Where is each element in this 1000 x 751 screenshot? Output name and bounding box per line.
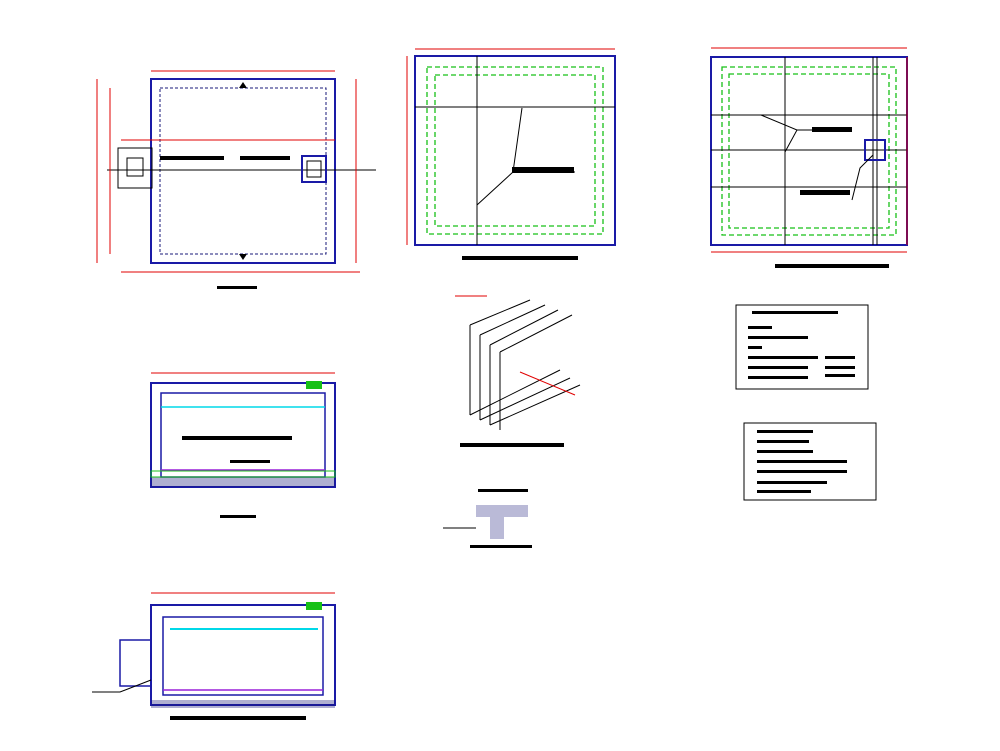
slab-hatch [476,505,528,517]
hatch-cover [306,381,322,389]
wall-hatch [490,517,504,539]
bottom-slab-rebar-plan [710,47,908,268]
section-outline [150,382,336,488]
note-line [757,460,847,463]
note-line [757,450,813,453]
inlet-pipe [92,679,152,693]
inner-outline [160,392,326,478]
note-line [748,336,808,339]
iso-foot-3 [489,384,581,426]
note-line [748,376,808,379]
pipe-label-1 [160,156,224,160]
notes-block-1 [735,304,869,390]
caption-bar [470,545,532,548]
section-mark-bottom [239,254,247,260]
caption-bar [460,443,564,447]
slab-outline [414,55,616,246]
wall-joint-detail [443,489,532,548]
iso-foot-1 [469,369,561,416]
note-line [748,346,762,349]
base-slab-hatch [151,700,335,708]
tank-outline [150,78,336,264]
manhole-inner [306,160,322,178]
base-rebar [150,470,336,478]
rebar-label-1 [812,127,852,132]
note-line [748,326,772,329]
leader-1 [512,107,575,173]
note-line [757,481,827,484]
iso-bar-1 [469,299,531,326]
rebar-label [512,167,574,173]
iso-bar-2 [479,304,546,336]
section-mark-top [239,82,247,88]
section-label [182,436,292,440]
plan-view [96,70,376,289]
caption-bar [775,264,889,268]
inlet-box-inner [126,157,144,177]
iso-foot-2 [479,377,571,421]
iso-bar-4 [499,314,573,353]
notes-block-2 [743,422,877,501]
dim-2 [519,371,576,396]
base-slab-hatch [151,477,335,487]
slab-outline [710,56,908,246]
notes-frame [743,422,877,501]
inlet-box [117,147,153,189]
base-label [230,460,270,463]
section-b [92,592,336,720]
section-caption [220,515,256,518]
note-line [757,470,847,473]
caption-bar [170,716,306,720]
inlet-chamber [119,639,152,687]
inner-outline [162,616,324,696]
hatch-cover [306,602,322,610]
note-line [757,430,813,433]
note-line [748,356,818,359]
notes-title [752,311,838,314]
leader-2 [476,171,514,206]
plan-caption [217,286,257,289]
rebar-loop-outer [721,66,897,236]
caption-bar [462,256,578,260]
opening [864,139,886,161]
pipe-label-2 [240,156,290,160]
rebar-loop-inner [434,74,596,227]
corner-rebar-isometric [455,295,581,447]
note-line [757,490,811,493]
note-line [825,374,855,377]
leader-2 [851,154,874,201]
rebar-loop-outer [426,66,604,235]
leader-1 [760,114,798,153]
note-line [757,440,809,443]
top-slab-rebar-plan [406,48,616,260]
manhole [301,155,327,183]
notes-frame [735,304,869,390]
note-line [748,366,808,369]
note-line [825,366,855,369]
section-a [150,372,336,518]
rebar-loop-inner [728,73,890,229]
iso-bar-3 [489,309,559,346]
note-line [825,356,855,359]
label-top [478,489,528,492]
rebar-label-2 [800,190,850,195]
